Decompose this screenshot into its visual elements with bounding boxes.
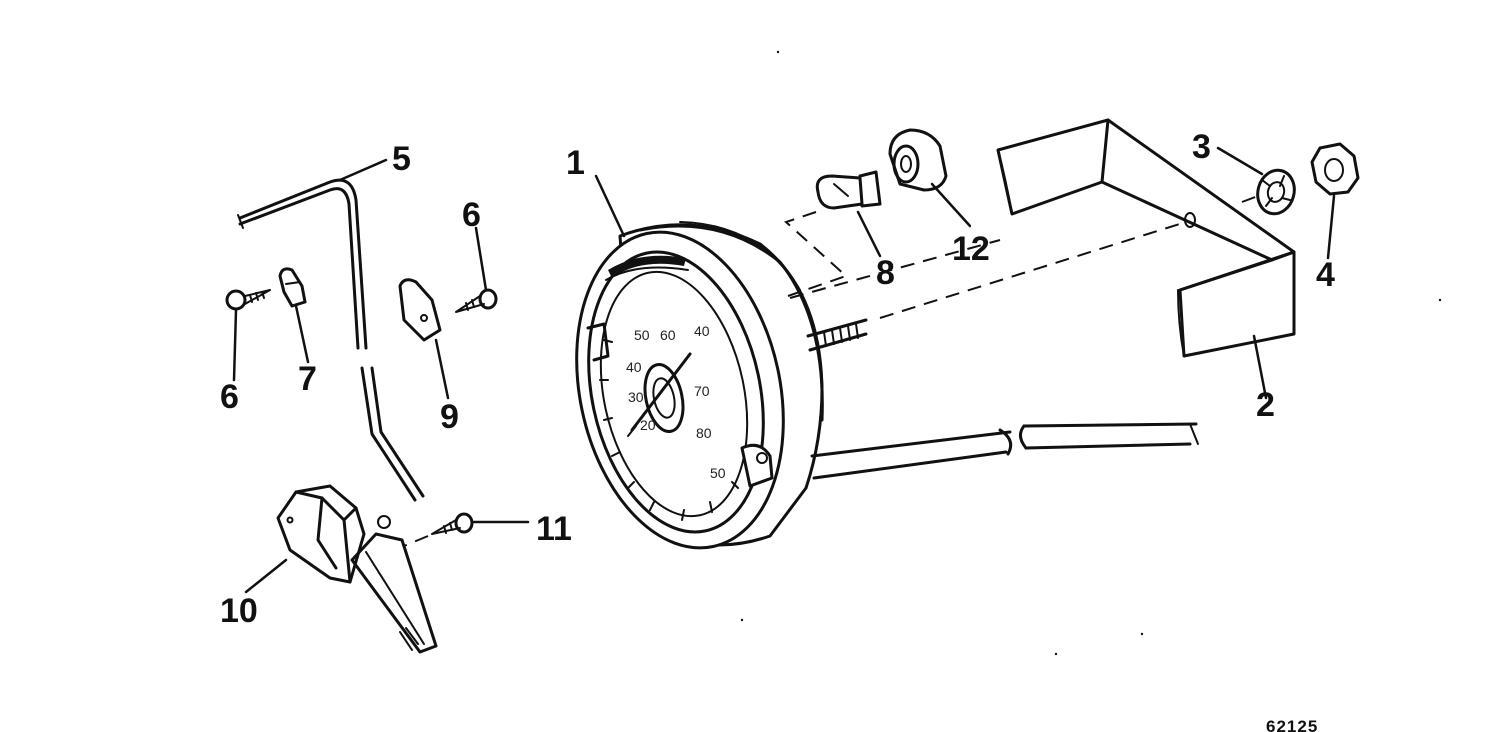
part-switch-housing: [276, 484, 438, 654]
dial-label: 50: [710, 465, 726, 481]
callout-1: 1: [566, 144, 585, 182]
dial-scale-labels: 50 60 40 40 70 30 80 50 20: [626, 323, 726, 481]
dial-label: 20: [640, 417, 656, 433]
scan-specks: [740, 50, 1442, 656]
callout-4: 4: [1316, 256, 1335, 294]
callout-10: 10: [220, 592, 258, 630]
callout-6-right: 6: [462, 196, 481, 234]
part-u-bracket: [789, 118, 1296, 358]
callout-3: 3: [1192, 128, 1211, 166]
part-bracket-plate: [398, 278, 442, 342]
part-screw-left: [225, 289, 271, 311]
callout-5: 5: [392, 140, 411, 178]
dial-label: 40: [626, 359, 642, 375]
callout-7: 7: [298, 360, 317, 398]
callout-8: 8: [876, 254, 895, 292]
part-screw-right: [455, 288, 498, 313]
part-screw-bottom: [403, 512, 474, 547]
leader-lines: [232, 146, 1336, 594]
dial-label: 50: [634, 327, 650, 343]
part-bulb: [784, 170, 882, 297]
part-hex-nut: [1310, 142, 1360, 196]
dial-label: 30: [628, 389, 644, 405]
dial-label: 70: [694, 383, 710, 399]
callout-12: 12: [952, 230, 990, 268]
part-bulb-socket: [888, 128, 948, 192]
callout-11: 11: [536, 510, 572, 548]
part-speedometer-gauge: [575, 221, 1199, 550]
part-lock-washer: [1241, 168, 1296, 216]
part-cable-tube: [237, 178, 425, 502]
dial-label: 80: [696, 425, 712, 441]
callout-6-left: 6: [220, 378, 239, 416]
callout-2: 2: [1256, 386, 1275, 424]
callout-labels: 1 2 3 4 5 6 6 7 8 9 10 11 12: [220, 128, 1335, 630]
dial-label: 60: [660, 327, 676, 343]
figure-reference-code: 62125: [1266, 717, 1318, 732]
callout-9: 9: [440, 398, 459, 436]
dial-label: 40: [694, 323, 710, 339]
part-clip: [278, 267, 307, 308]
